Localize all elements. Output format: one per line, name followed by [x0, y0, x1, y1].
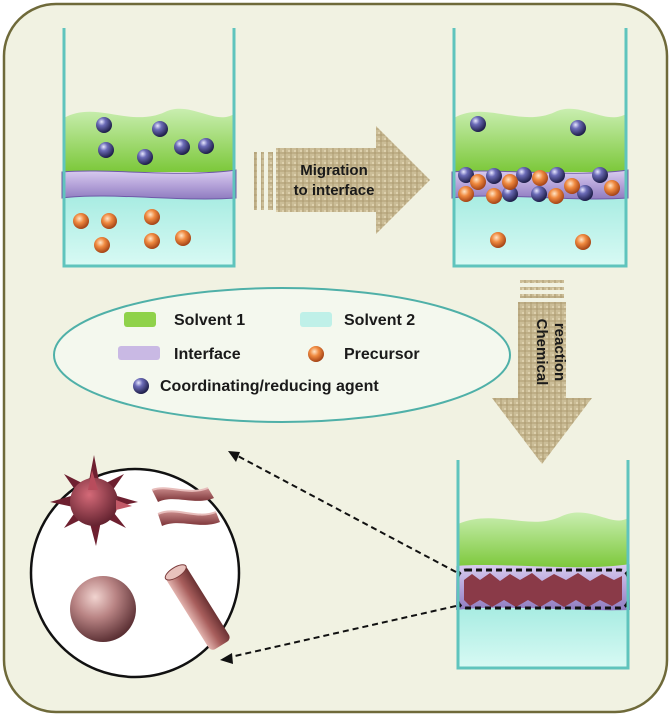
nanorod-particle-icon — [164, 564, 230, 650]
agent-particles-beaker-2 — [458, 116, 608, 202]
legend-label-precursor: Precursor — [344, 346, 420, 363]
legend-swatch-interface — [118, 346, 160, 360]
legend: Solvent 1 Solvent 2 Interface Precursor … — [53, 287, 511, 423]
migration-label-line2: to interface — [294, 182, 375, 199]
product-zoom-circle — [29, 455, 241, 679]
agent-particles-beaker-1 — [96, 117, 214, 165]
spiky-sphere-particle-icon — [50, 455, 138, 546]
nanosheet-particle-icon — [151, 487, 220, 526]
product-layer — [464, 573, 622, 607]
reaction-label-line1: Chemical — [533, 319, 550, 386]
precursor-particles-beaker-1 — [73, 209, 191, 253]
zoom-arrowhead-bottom — [220, 653, 233, 664]
migration-arrow — [254, 126, 430, 234]
migration-label-line1: Migration — [300, 162, 368, 179]
dark-blue-sphere-icon — [133, 378, 149, 394]
zoom-line-top — [233, 453, 457, 573]
legend-label-interface: Interface — [174, 346, 241, 363]
beaker-product — [456, 460, 630, 670]
precursor-particles-beaker-2 — [458, 170, 620, 250]
reaction-arrow — [492, 280, 592, 464]
zoom-arrowhead-top — [228, 451, 240, 462]
legend-label-agent: Coordinating/reducing agent — [160, 378, 379, 395]
legend-swatch-solvent1 — [124, 312, 156, 327]
reaction-label-line2: reaction — [551, 323, 568, 381]
legend-swatch-solvent2 — [300, 312, 332, 327]
legend-label-solvent2: Solvent 2 — [344, 312, 415, 329]
sphere-particle-icon — [70, 576, 136, 642]
legend-ellipse — [53, 287, 511, 423]
orange-sphere-icon — [308, 346, 324, 362]
legend-label-solvent1: Solvent 1 — [174, 312, 245, 329]
